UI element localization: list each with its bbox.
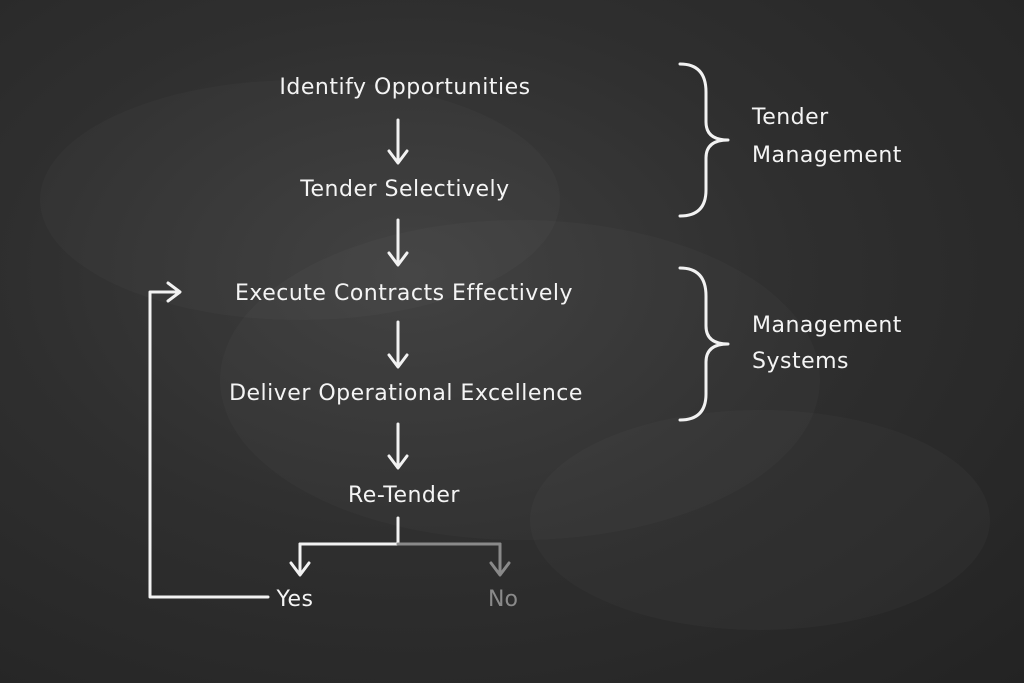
step-deliver-excellence: Deliver Operational Excellence: [229, 381, 583, 406]
loop-back-arrow-icon: [148, 281, 270, 599]
curly-brace-icon: [678, 62, 730, 218]
group-management-systems-line2: Systems: [752, 349, 849, 374]
decision-yes-label: Yes: [275, 587, 313, 612]
group-management-systems-line1: Management: [752, 313, 902, 338]
curly-brace-icon: [678, 266, 730, 422]
group-tender-management-line2: Management: [752, 143, 902, 168]
arrow-down-icon: [387, 422, 409, 470]
decision-branch: [289, 516, 511, 577]
group-tender-management-line1: Tender: [751, 105, 829, 130]
step-re-tender: Re-Tender: [348, 483, 460, 508]
step-identify-opportunities: Identify Opportunities: [279, 75, 530, 100]
step-tender-selectively: Tender Selectively: [299, 177, 509, 202]
arrow-down-icon: [387, 320, 409, 369]
decision-no-label: No: [488, 587, 518, 612]
arrow-down-icon: [387, 118, 409, 165]
arrow-down-icon: [387, 218, 409, 267]
step-execute-contracts: Execute Contracts Effectively: [235, 281, 573, 306]
